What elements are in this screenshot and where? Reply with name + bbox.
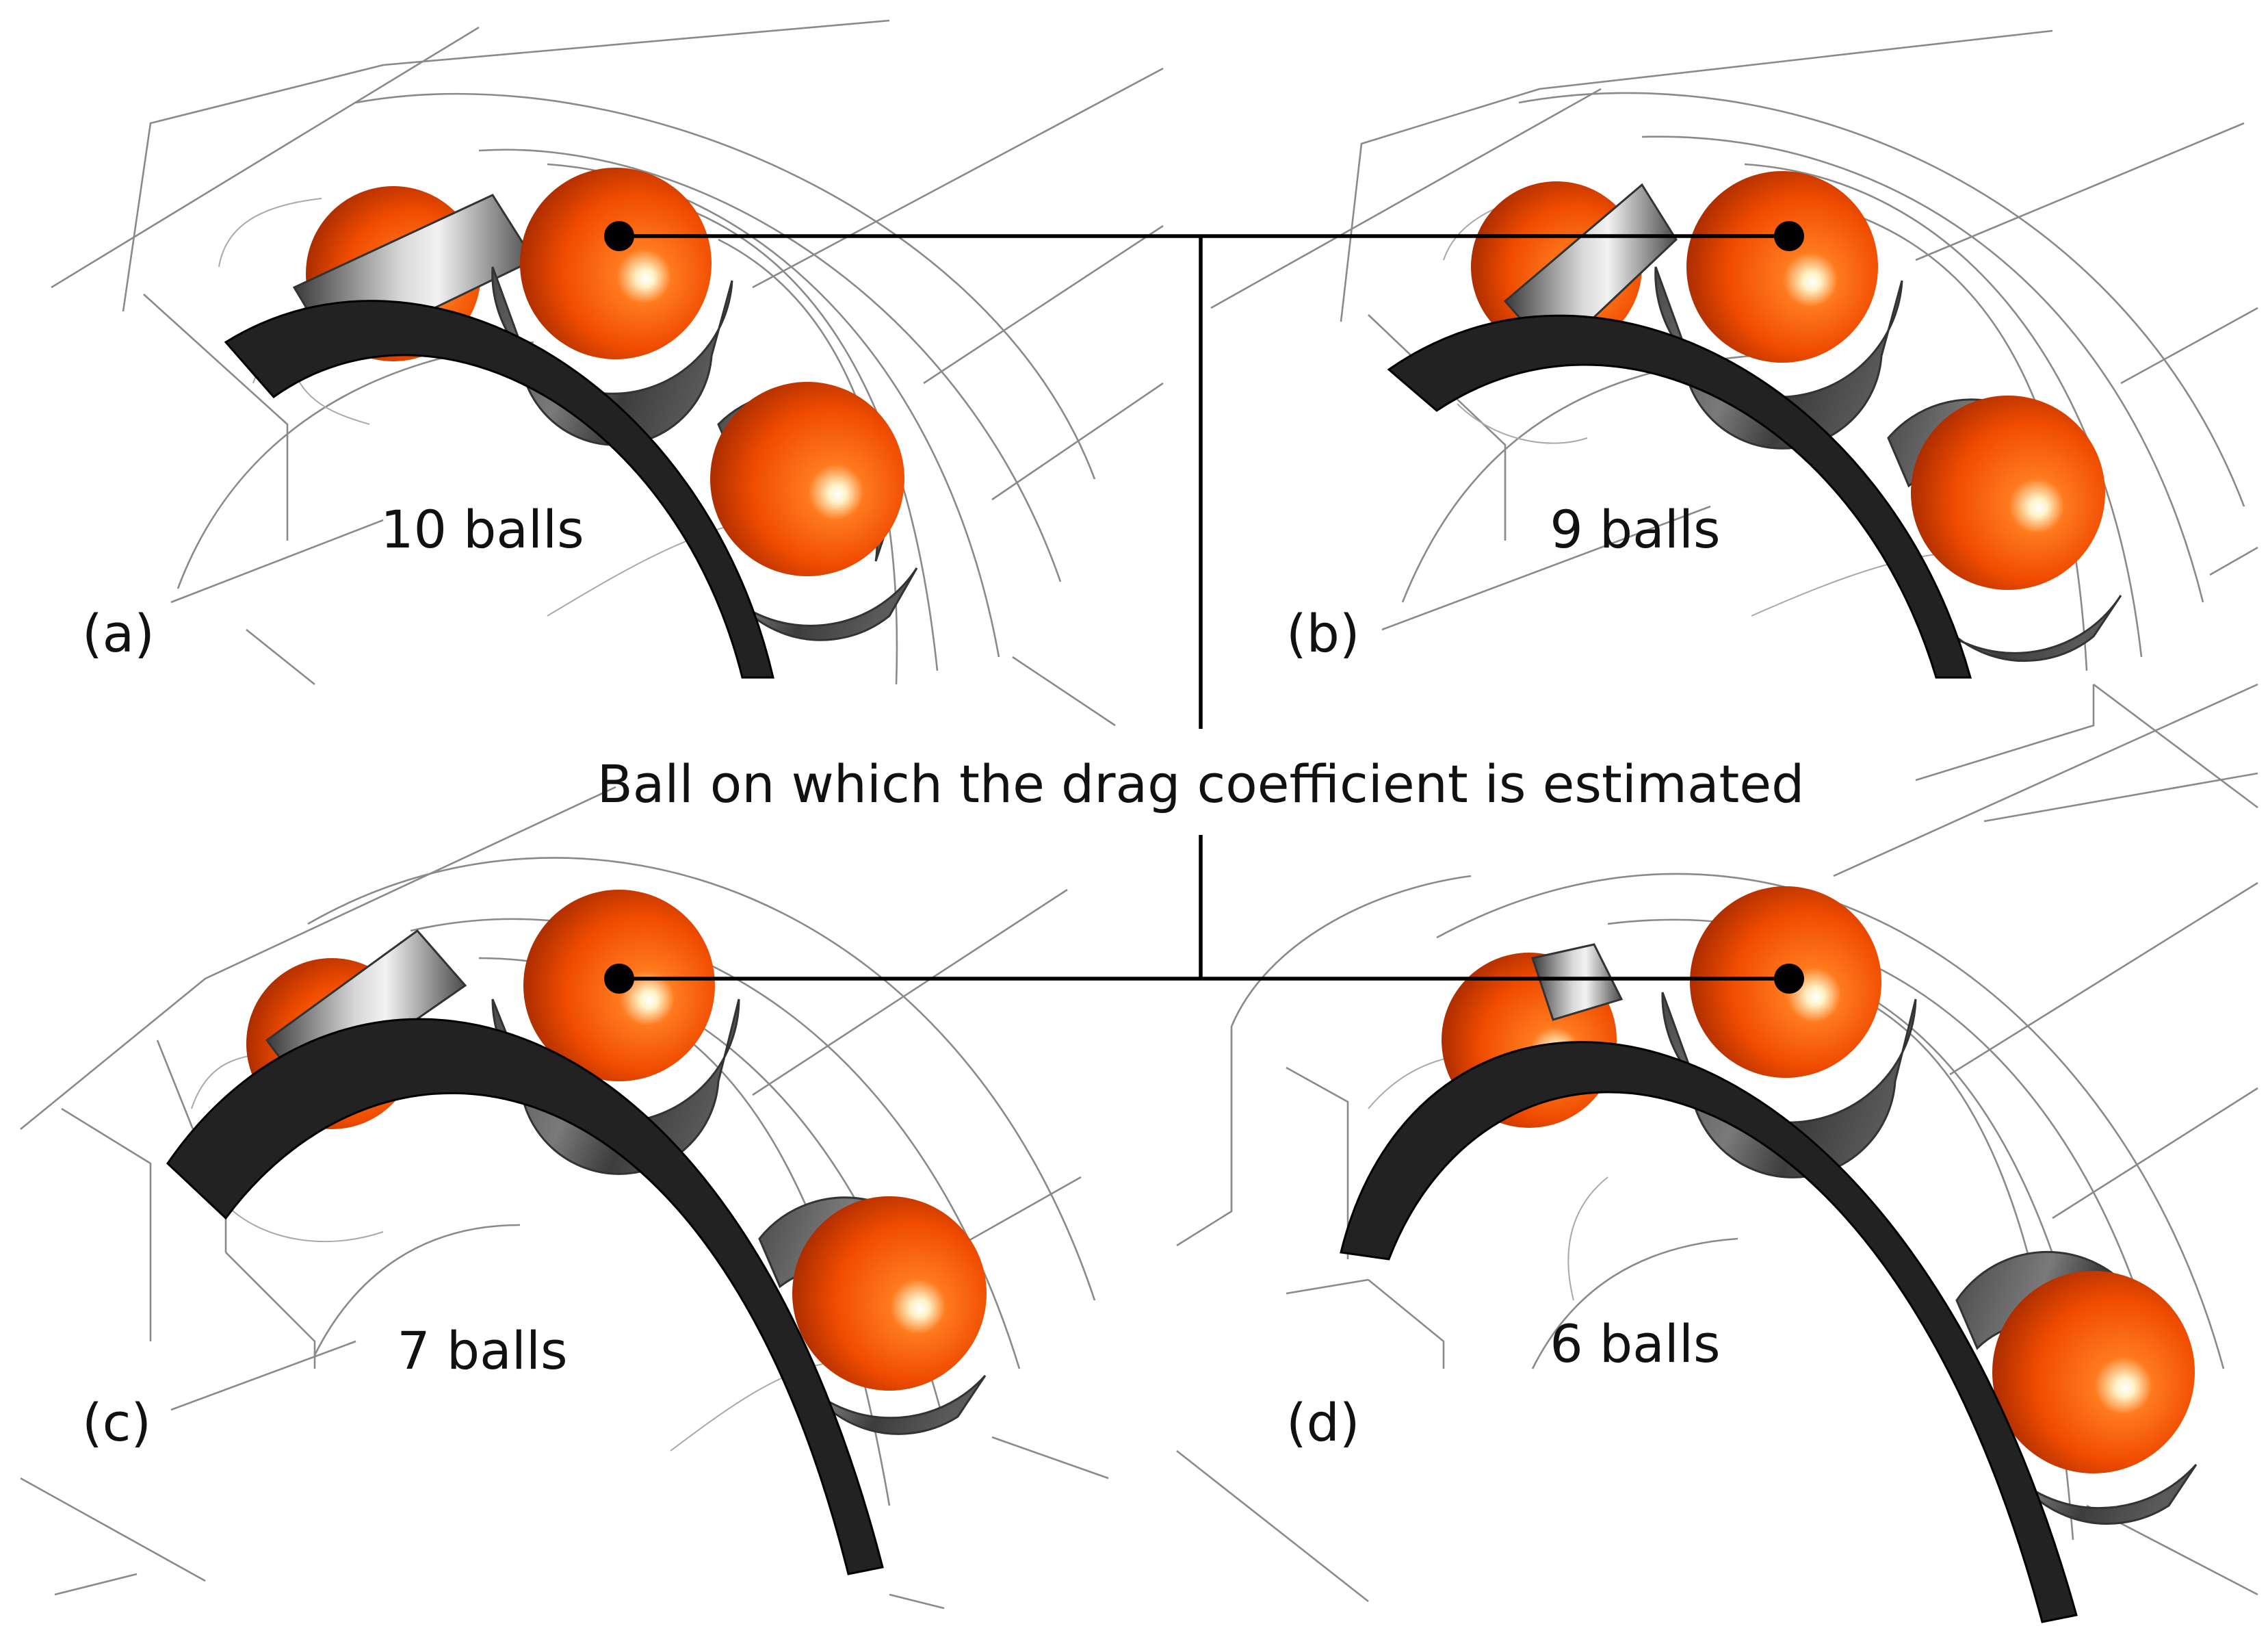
panel-a-wireframe: [51, 19, 1164, 727]
panel-d-cage-bridge: [1531, 943, 1624, 1021]
callout-dot-b: [1774, 221, 1804, 251]
panel-a-ball-3: [710, 382, 904, 576]
panel-d-balls-label: 6 balls: [1550, 1313, 1720, 1374]
caption-text: Ball on which the drag coefficient is es…: [597, 753, 1805, 814]
panel-b-ball-3: [1911, 396, 2105, 590]
panel-c-wireframe: [20, 786, 1109, 1610]
panel-a-balls-label: 10 balls: [380, 499, 584, 560]
panel-d-outer-ring: [1340, 1041, 2078, 1623]
panel-c-bearing: [166, 890, 987, 1575]
panel-d-ball-3: [1992, 1271, 2195, 1473]
panel-b-ball-2: [1686, 171, 1878, 363]
callout-lines: [604, 221, 1804, 994]
panel-d-label: (d): [1286, 1392, 1360, 1453]
callout-dot-a: [604, 221, 634, 251]
panel-a-outer-ring: [224, 300, 774, 679]
panel-a: [51, 19, 1164, 727]
callout-dot-d: [1774, 964, 1804, 994]
panel-d-bearing: [1340, 886, 2198, 1623]
panel-c: [20, 786, 1109, 1610]
panel-b-wireframe: [1210, 29, 2258, 809]
panel-c-balls-label: 7 balls: [397, 1320, 567, 1381]
panel-b-outer-ring: [1387, 314, 1972, 679]
panel-c-label: (c): [82, 1392, 151, 1453]
panel-b-bearing: [1387, 171, 2122, 679]
panel-a-bearing: [224, 168, 918, 679]
panel-d: [1176, 683, 2258, 1623]
caption-background: [657, 739, 1861, 828]
panel-b-label: (b): [1286, 603, 1360, 664]
panel-c-ball-3: [792, 1196, 987, 1391]
panel-a-label: (a): [82, 603, 155, 664]
panel-c-outer-ring: [166, 1018, 884, 1575]
panel-a-ball-2: [520, 168, 712, 359]
panel-b: [1210, 29, 2258, 809]
panel-b-balls-label: 9 balls: [1550, 499, 1720, 560]
callout-dot-c: [604, 964, 634, 994]
